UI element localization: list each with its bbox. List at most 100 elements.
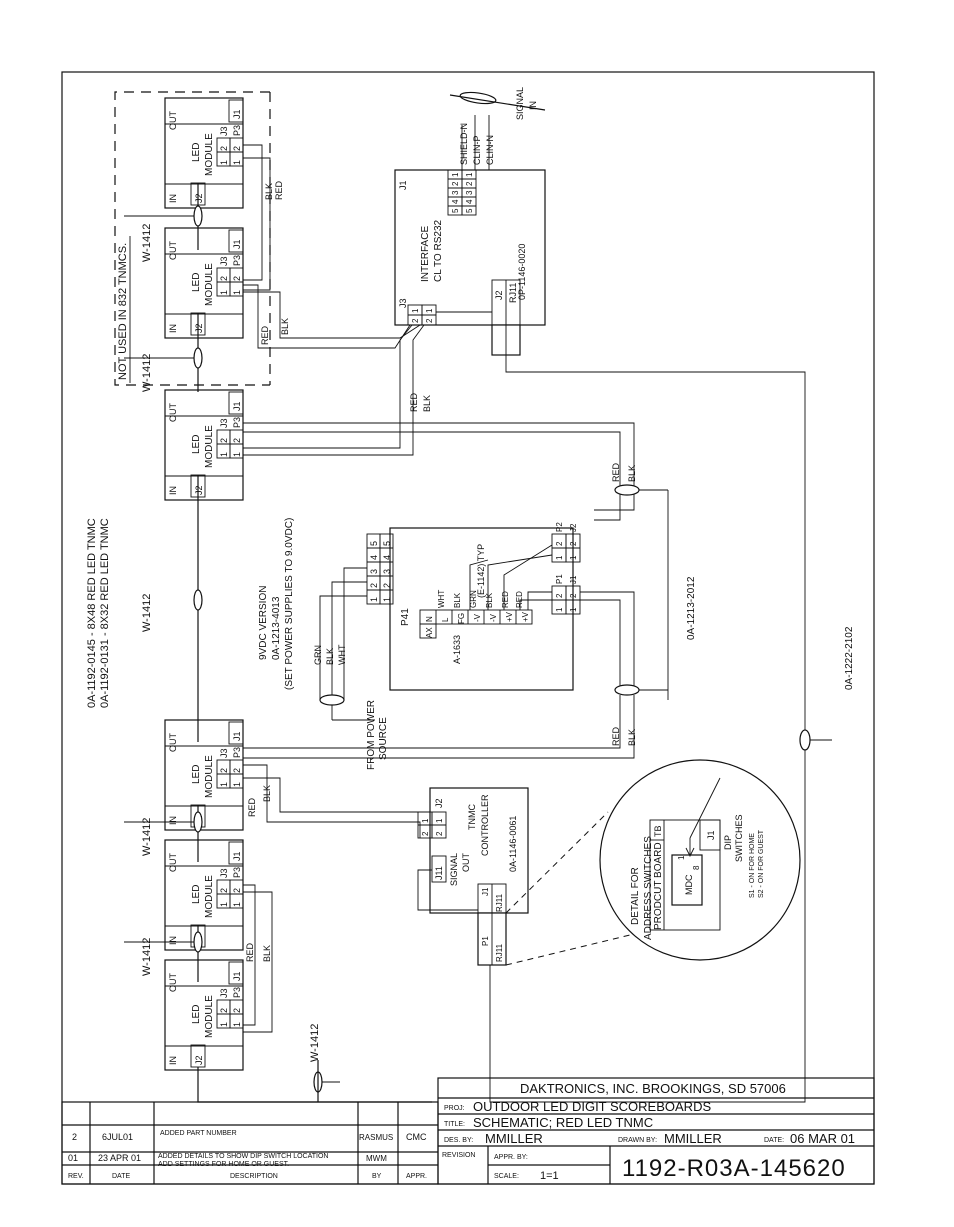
svg-text:1: 1 <box>219 782 229 787</box>
svg-text:J1: J1 <box>398 180 408 190</box>
svg-text:1: 1 <box>435 818 444 823</box>
wire-red-1: RED <box>274 180 284 200</box>
svg-text:2: 2 <box>555 541 564 546</box>
svg-text:2: 2 <box>219 276 229 281</box>
w1412-label-3: W-1412 <box>141 594 153 632</box>
drawn-label: DRAWN BY: <box>618 1137 657 1144</box>
wire-blk-2: BLK <box>280 318 290 335</box>
wire-blk-3: BLK <box>422 395 432 412</box>
svg-text:P3: P3 <box>232 747 242 758</box>
svg-text:1: 1 <box>451 172 460 177</box>
hdr-desc: DESCRIPTION <box>230 1173 278 1180</box>
svg-text:5: 5 <box>369 541 379 546</box>
svg-text:J1: J1 <box>232 971 242 981</box>
svg-text:OUT: OUT <box>168 853 178 873</box>
rev-2-appr: CMC <box>406 1132 427 1142</box>
signal-clin-n: CLIN-N <box>485 135 495 165</box>
svg-text:J2: J2 <box>434 798 444 808</box>
svg-text:2: 2 <box>219 1008 229 1013</box>
svg-text:3: 3 <box>451 190 460 195</box>
detail-address-switches: TB J1 PRODCUT BOARD MDC 1 8 DIP SWITCHES… <box>505 759 801 966</box>
svg-text:1: 1 <box>382 597 392 602</box>
svg-text:IN: IN <box>168 936 178 945</box>
svg-text:P3: P3 <box>232 417 242 428</box>
svg-text:J1: J1 <box>232 239 242 249</box>
svg-text:2: 2 <box>232 888 242 893</box>
svg-text:1: 1 <box>219 290 229 295</box>
led-module-4: IN OUT J2 J1 LED MODULE 1 2 1 2 J3 P3 <box>164 719 244 831</box>
title-value: SCHEMATIC; RED LED TNMC <box>473 1115 653 1130</box>
svg-text:2: 2 <box>569 593 578 598</box>
wire-blk-1: BLK <box>264 183 274 200</box>
wire-red-5: RED <box>611 726 621 746</box>
proj-value: OUTDOOR LED DIGIT SCOREBOARDS <box>473 1099 711 1114</box>
led-module-2: IN OUT J2 J1 LED MODULE 1 2 1 2 J3 P3 <box>164 227 244 339</box>
rev-01-desc-2: ADD SETTINGS FOR HOME OR GUEST. <box>158 1161 289 1168</box>
rev-01-date: 23 APR 01 <box>98 1153 141 1163</box>
svg-text:4: 4 <box>451 199 460 204</box>
svg-text:RJ11: RJ11 <box>508 283 518 303</box>
svg-text:PRODCUT BOARD: PRODCUT BOARD <box>653 842 664 930</box>
svg-text:INTERFACE: INTERFACE <box>420 226 431 282</box>
svg-text:J2: J2 <box>569 523 578 532</box>
svg-text:2: 2 <box>425 318 434 323</box>
svg-text:LED: LED <box>191 273 202 292</box>
svg-text:2: 2 <box>232 1008 242 1013</box>
wire-red-2: RED <box>260 325 270 345</box>
input-wire-blk: BLK <box>325 648 335 665</box>
wire-blk-7: BLK <box>262 945 272 962</box>
svg-text:IN: IN <box>168 194 178 203</box>
not-used-label: NOT USED IN 832 TNMCS. <box>117 243 129 380</box>
svg-text:2: 2 <box>219 146 229 151</box>
wire-blk-5: BLK <box>627 729 637 746</box>
svg-text:LED: LED <box>191 765 202 784</box>
svg-text:5: 5 <box>451 208 460 213</box>
w1412-label-2: W-1412 <box>141 354 153 392</box>
detail-title-1: DETAIL FOR <box>630 867 641 925</box>
svg-text:2: 2 <box>369 583 379 588</box>
svg-text:FG: FG <box>457 613 466 624</box>
svg-text:1: 1 <box>232 160 242 165</box>
svg-text:OUT: OUT <box>168 733 178 753</box>
svg-text:1: 1 <box>232 1022 242 1027</box>
svg-text:1: 1 <box>555 607 564 612</box>
rev-01-desc-1: ADDED DETAILS TO SHOW DIP SWITCH LOCATIO… <box>158 1153 329 1160</box>
date-value: 06 MAR 01 <box>790 1131 855 1146</box>
svg-text:J1: J1 <box>569 575 578 584</box>
svg-text:J1: J1 <box>232 401 242 411</box>
svg-text:3: 3 <box>465 190 474 195</box>
from-power-source-1: FROM POWER <box>366 700 377 770</box>
svg-text:1: 1 <box>219 1022 229 1027</box>
svg-text:J11: J11 <box>434 866 444 880</box>
svg-text:2: 2 <box>435 831 444 836</box>
psu-wire-wht: WHT <box>437 590 446 608</box>
svg-text:TB: TB <box>653 825 663 837</box>
psu-wire-blk: BLK <box>453 592 462 608</box>
date-label: DATE: <box>764 1137 784 1144</box>
w1412-label-1: W-1412 <box>141 224 153 262</box>
svg-text:SIGNAL: SIGNAL <box>449 853 459 886</box>
revision-label: REVISION <box>442 1152 475 1159</box>
svg-text:J3: J3 <box>219 126 229 136</box>
company-line: DAKTRONICS, INC. BROOKINGS, SD 57006 <box>520 1081 786 1096</box>
svg-text:IN: IN <box>168 816 178 825</box>
svg-text:IN: IN <box>168 486 178 495</box>
svg-text:1: 1 <box>219 160 229 165</box>
svg-text:RJ11: RJ11 <box>495 893 504 912</box>
svg-text:+V: +V <box>505 611 514 622</box>
svg-text:3: 3 <box>369 569 379 574</box>
svg-text:1: 1 <box>232 290 242 295</box>
svg-text:0A-1146-0061: 0A-1146-0061 <box>508 816 518 872</box>
svg-text:1: 1 <box>465 172 474 177</box>
wire-red-4: RED <box>611 462 621 482</box>
svg-text:LED: LED <box>191 885 202 904</box>
svg-text:2: 2 <box>232 438 242 443</box>
revision-block: 2 6JUL01 ADDED PART NUMBER RASMUS CMC 01… <box>61 1101 439 1185</box>
svg-text:J1: J1 <box>232 109 242 119</box>
svg-text:OUT: OUT <box>461 853 471 873</box>
svg-text:J1: J1 <box>481 887 490 896</box>
svg-text:J1: J1 <box>232 851 242 861</box>
svg-text:1: 1 <box>555 555 564 560</box>
w1412-label-5: W-1412 <box>141 938 153 976</box>
